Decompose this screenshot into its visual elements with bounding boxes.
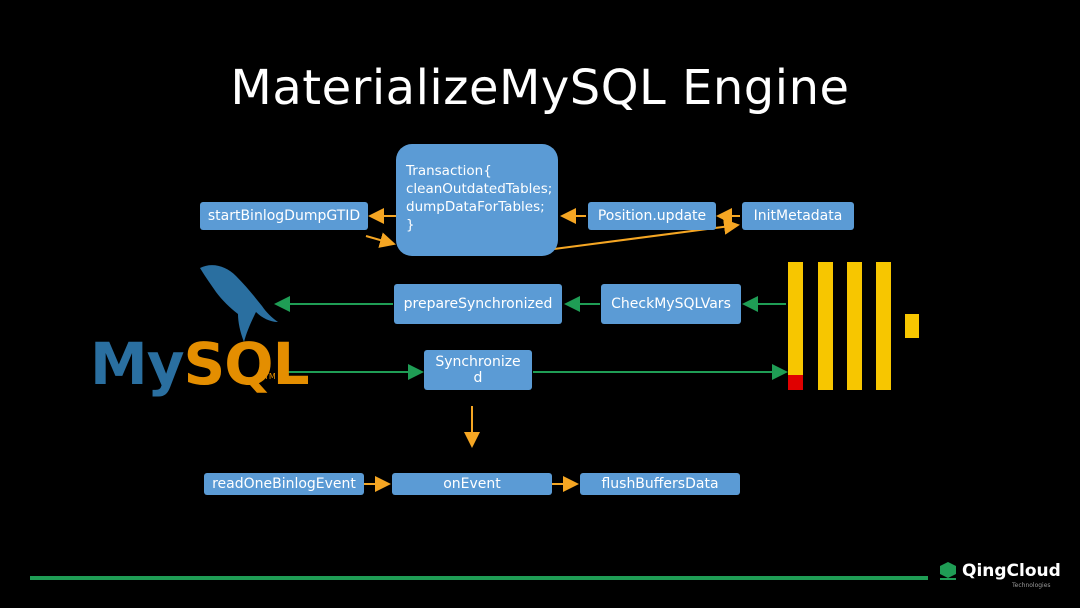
brand-tagline: Technologies [1012, 582, 1051, 589]
mysql-dolphin-icon [200, 265, 278, 342]
transaction-line-2: cleanOutdatedTables; [406, 181, 553, 197]
init-metadata-node: InitMetadata [742, 202, 854, 230]
prepare-synchronized-node: prepareSynchronized [394, 284, 562, 324]
synchronized-line-2: d [473, 370, 483, 386]
transaction-node: Transaction{ cleanOutdatedTables; dumpDa… [396, 144, 558, 256]
position-update-node: Position.update [588, 202, 716, 230]
synchronized-node: Synchronize d [424, 350, 532, 390]
mysql-logo: MySQL [90, 330, 310, 398]
page-title: MaterializeMySQL Engine [230, 60, 850, 116]
clickhouse-bar-1 [788, 262, 803, 390]
start-binlog-dump-gtid-node: startBinlogDumpGTID [200, 202, 368, 230]
brand-name: QingCloud [962, 561, 1061, 581]
transaction-line-4: } [406, 217, 415, 233]
mysql-logo-my: My [90, 330, 185, 398]
footer-divider [30, 576, 928, 580]
transaction-line-3: dumpDataForTables; [406, 199, 545, 215]
flush-buffers-data-node: flushBuffersData [580, 473, 740, 495]
clickhouse-bar-3 [847, 262, 862, 390]
check-mysql-vars-node: CheckMySQLVars [601, 284, 741, 324]
read-one-binlog-event-node: readOneBinlogEvent [204, 473, 364, 495]
synchronized-line-1: Synchronize [435, 354, 521, 370]
clickhouse-bar-4 [876, 262, 891, 390]
qingcloud-logo-icon [940, 562, 956, 580]
transaction-line-1: Transaction{ [406, 163, 492, 179]
mysql-trademark: TM [264, 372, 276, 381]
clickhouse-red-block [788, 375, 803, 390]
mysql-logo-sql: SQL [183, 330, 310, 398]
clickhouse-bar-short [905, 314, 919, 338]
arrow-start-to-transaction [365, 232, 396, 248]
on-event-node: onEvent [392, 473, 552, 495]
clickhouse-bar-2 [818, 262, 833, 390]
